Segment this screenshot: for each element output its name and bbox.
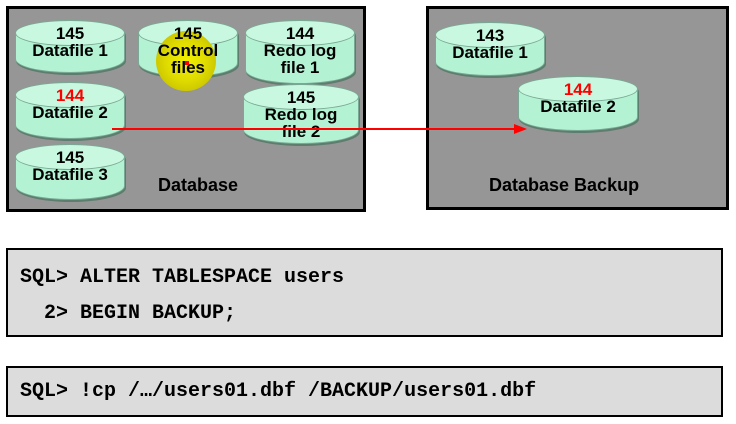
redo-log-2-scn: 145 [286,88,316,107]
sql-line-2: 2> BEGIN BACKUP; [20,302,237,325]
backup-datafile-1-label: Datafile 1 [452,43,528,62]
datafile-2-scn: 144 [55,86,85,105]
datafile-2-label: Datafile 2 [32,103,108,122]
datafile-3-scn: 145 [55,148,85,167]
backup-datafile-2-scn: 144 [563,80,593,99]
sql-line-1: SQL> ALTER TABLESPACE users [20,266,345,289]
cursor-dot [185,61,189,65]
redo-log-1-scn: 144 [285,24,315,43]
redo-log-1-label: Redo log file 1 [263,41,337,77]
sql-begin-backup-box: SQL> ALTER TABLESPACE users 2> BEGIN BAC… [6,248,723,337]
sql-copy-line: SQL> !cp /…/users01.dbf /BACKUP/users01.… [20,380,537,403]
control-files-scn: 145 [173,24,203,43]
sql-copy-box: SQL> !cp /…/users01.dbf /BACKUP/users01.… [6,366,723,417]
database-label: Database [158,175,239,195]
redo-log-2-label: Redo log file 2 [264,105,338,141]
backup-datafile-1-scn: 143 [475,26,505,45]
datafile-1-label: Datafile 1 [32,41,108,60]
datafile-1-scn: 145 [55,24,85,43]
control-files-label: Control files [157,41,219,77]
database-backup-label: Database Backup [489,175,640,195]
backup-datafile-2-label: Datafile 2 [540,97,616,116]
datafile-3-label: Datafile 3 [32,165,108,184]
